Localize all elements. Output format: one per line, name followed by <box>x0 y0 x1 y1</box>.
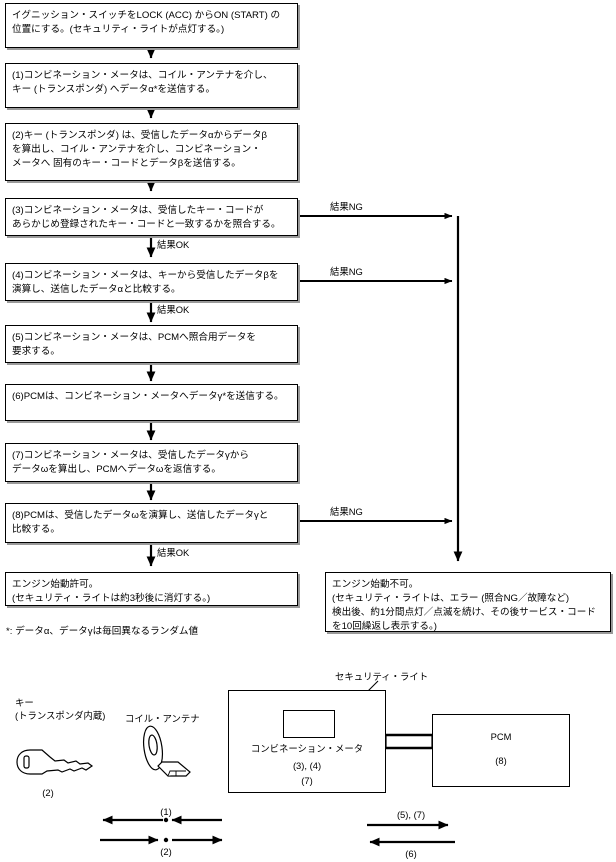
flow-step-1: (1)コンビネーション・メータは、コイル・アンテナを介し、 キー (トランスポン… <box>5 63 298 108</box>
branch-label-ng-2: 結果NG <box>330 266 363 277</box>
coil-antenna-label: コイル・アンテナ <box>125 713 200 724</box>
flow-step-4: (4)コンビネーション・メータは、キーから受信したデータβを 演算し、送信したデ… <box>5 263 298 301</box>
combination-meter-label: コンビネーション・メータ <box>250 743 364 754</box>
flow-step-2: (2)キー (トランスポンダ) は、受信したデータαからデータβ を算出し、コイ… <box>5 123 298 181</box>
flow-step-5: (5)コンビネーション・メータは、PCMへ照合用データを 要求する。 <box>5 325 298 363</box>
flow-step-6: (6)PCMは、コンビネーション・メータへデータγ*を送信する。 <box>5 384 298 421</box>
signal-label-key-to-meter: (1) <box>160 806 172 817</box>
flow-step-start: イグニッション・スイッチをLOCK (ACC) からON (START) の 位… <box>5 3 298 48</box>
outcome-engine-start-denied: エンジン始動不可。 (セキュリティ・ライトは、エラー (照合NG／故障など) 検… <box>325 572 611 632</box>
combination-meter-ref-1: (3), (4) <box>292 760 322 771</box>
pcm-label: PCM <box>490 731 512 742</box>
signal-label-pcm-to-meter: (6) <box>405 848 417 859</box>
signal-label-meter-to-key: (2) <box>160 846 172 857</box>
pcm-box <box>432 714 570 787</box>
key-label: キー (トランスポンダ内蔵) <box>15 697 106 721</box>
combination-meter-box <box>228 690 386 793</box>
key-ref-label: (2) <box>42 787 54 798</box>
branch-label-ng-3: 結果NG <box>330 506 363 517</box>
outcome-engine-start-allowed: エンジン始動許可。 (セキュリティ・ライトは約3秒後に消灯する。) <box>5 572 298 606</box>
flow-step-3: (3)コンビネーション・メータは、受信したキー・コードが あらかじめ登録されたキ… <box>5 198 298 236</box>
security-light-label: セキュリティ・ライト <box>335 671 429 682</box>
branch-label-ok-3: 結果OK <box>157 547 190 558</box>
pcm-ref-label: (8) <box>495 755 507 766</box>
security-light-indicator-box <box>283 710 335 738</box>
signal-label-meter-to-pcm: (5), (7) <box>396 809 426 820</box>
branch-label-ok-1: 結果OK <box>157 239 190 250</box>
branch-label-ok-2: 結果OK <box>157 304 190 315</box>
flow-step-8: (8)PCMは、受信したデータωを演算し、送信したデータγと 比較する。 <box>5 503 298 543</box>
branch-label-ng-1: 結果NG <box>330 201 363 212</box>
combination-meter-ref-2: (7) <box>301 775 313 786</box>
flow-step-7: (7)コンビネーション・メータは、受信したデータγから データωを算出し、PCM… <box>5 443 298 482</box>
footnote-random-data: *: データα、データγは毎回異なるランダム値 <box>6 626 199 637</box>
